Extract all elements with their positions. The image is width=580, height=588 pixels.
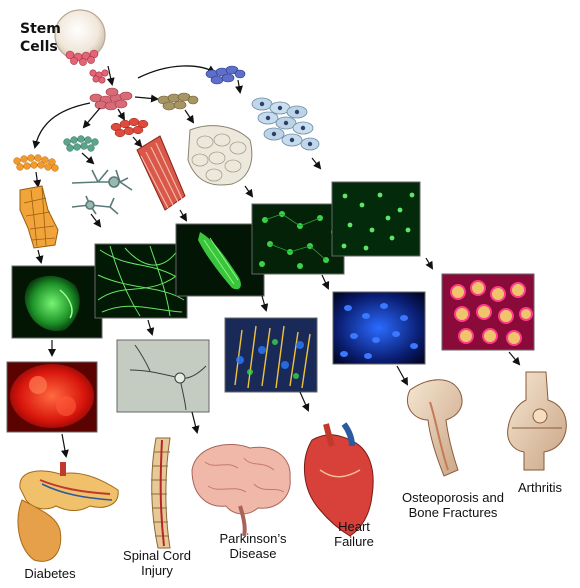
pink-cell-cluster bbox=[89, 87, 133, 111]
cardiac-cell-tissue bbox=[187, 125, 253, 186]
muscle-fibers bbox=[136, 135, 186, 211]
parkinsons-disease-label: Parkinson’s Disease bbox=[219, 531, 287, 561]
arthritis-label: Arthritis bbox=[517, 480, 563, 495]
beta-cell-sheet bbox=[19, 185, 59, 249]
orange-cell-cluster bbox=[13, 154, 59, 172]
brain-illustration bbox=[191, 443, 291, 537]
heart-failure-label: Heart Failure bbox=[334, 519, 374, 549]
stem-cell-illustration bbox=[54, 9, 106, 66]
blue-cell-cluster bbox=[205, 65, 246, 85]
diabetes-label: Diabetes bbox=[24, 566, 76, 581]
stem-cells-label: Stem Cells bbox=[20, 21, 61, 55]
pancreas-illustration bbox=[17, 462, 119, 562]
micrograph-panels bbox=[6, 181, 535, 433]
spine-illustration bbox=[151, 437, 171, 549]
bone-illustration bbox=[406, 379, 463, 477]
heart-illustration bbox=[303, 422, 374, 537]
spinal-cord-injury-label: Spinal Cord Injury bbox=[123, 548, 191, 578]
knee-illustration bbox=[507, 371, 567, 471]
khaki-cell-cluster bbox=[157, 92, 199, 111]
small-pink-cluster bbox=[89, 69, 109, 84]
red-cell-cluster bbox=[110, 117, 149, 138]
osteoporosis-label: Osteoporosis and Bone Fractures bbox=[402, 490, 504, 520]
epithelial-cells bbox=[251, 97, 320, 151]
teal-cell-cluster bbox=[63, 135, 99, 152]
neuron-illustrations bbox=[71, 169, 133, 215]
